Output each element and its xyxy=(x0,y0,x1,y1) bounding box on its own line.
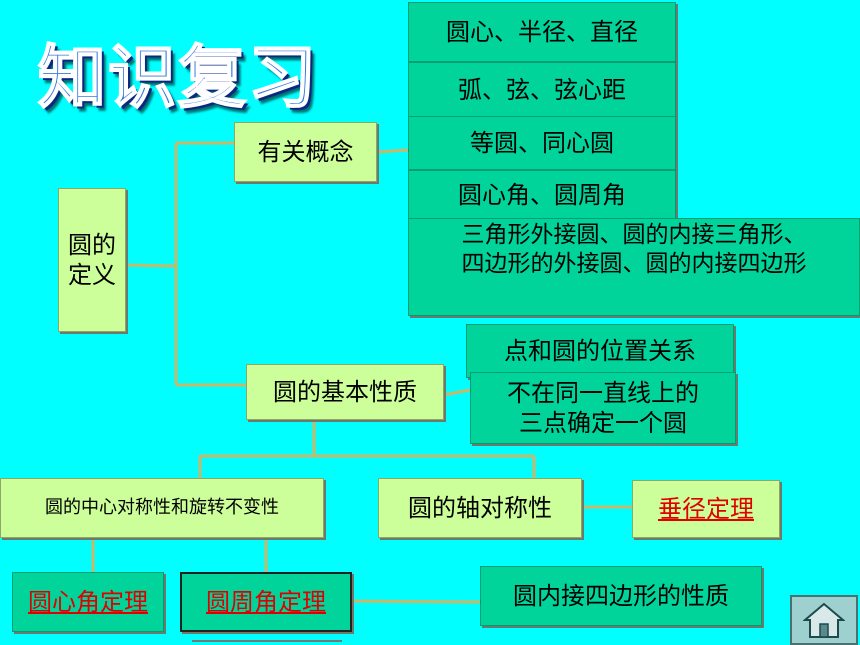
node-angles: 圆心角、圆周角 xyxy=(408,170,676,220)
node-point-circle-position: 点和圆的位置关系 xyxy=(466,324,734,378)
node-circumscribed-inscribed: 三角形外接圆、圆的内接三角形、 四边形的外接圆、圆的内接四边形 xyxy=(408,218,860,316)
link-central-angle-label[interactable]: 圆心角定理 xyxy=(28,588,148,616)
node-basic-properties: 圆的基本性质 xyxy=(246,364,444,420)
node-equal-concentric: 等圆、同心圆 xyxy=(408,116,676,170)
connector-concepts-right xyxy=(376,148,409,154)
link-inscribed-angle-label[interactable]: 圆周角定理 xyxy=(206,588,326,616)
node-three-points: 不在同一直线上的 三点确定一个圆 xyxy=(470,372,736,444)
connector-definition xyxy=(125,263,177,268)
link-perpendicular-diameter-theorem[interactable]: 垂径定理 xyxy=(632,480,780,538)
connector-inscribed-cyclic xyxy=(351,599,481,604)
node-arc-chord: 弧、弦、弦心距 xyxy=(408,62,676,118)
link-central-angle-theorem[interactable]: 圆心角定理 xyxy=(12,572,164,632)
node-center-radius-diameter: 圆心、半径、直径 xyxy=(408,2,676,62)
connector-basic-right xyxy=(443,388,471,397)
decorative-underline xyxy=(192,640,342,642)
node-concepts: 有关概念 xyxy=(234,122,377,182)
node-central-symmetry: 圆的中心对称性和旋转不变性 xyxy=(0,478,324,538)
page-title: 知识复习 xyxy=(37,38,319,119)
node-axial-symmetry: 圆的轴对称性 xyxy=(378,478,582,538)
home-button[interactable] xyxy=(790,595,858,645)
link-perpendicular-diameter-label[interactable]: 垂径定理 xyxy=(658,495,754,523)
link-inscribed-angle-theorem[interactable]: 圆周角定理 xyxy=(180,572,352,632)
node-definition: 圆的 定义 xyxy=(58,188,126,332)
home-icon xyxy=(803,602,845,638)
node-cyclic-quadrilateral: 圆内接四边形的性质 xyxy=(480,566,762,626)
